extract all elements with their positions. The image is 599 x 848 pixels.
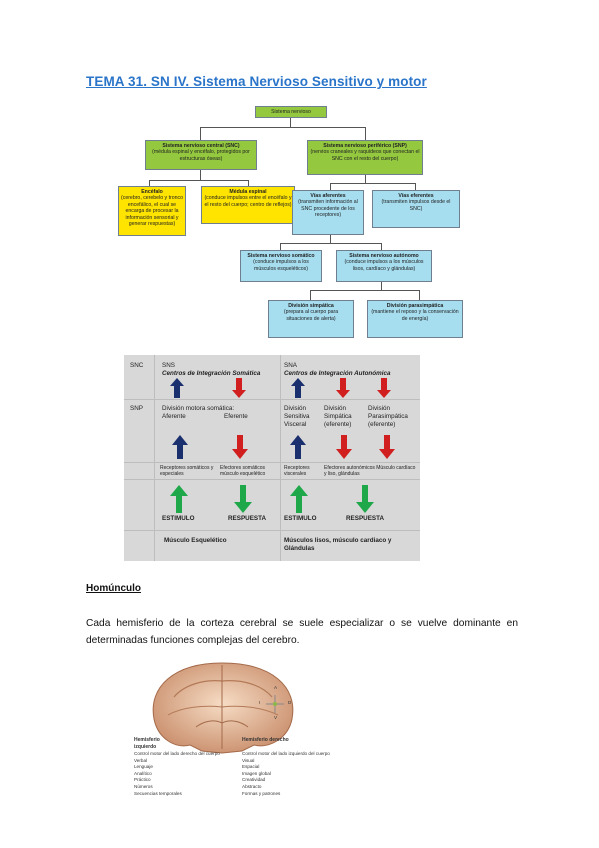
list-item: Números: [134, 783, 153, 789]
left-hemisphere-list: Control motor del lado derecho del cuerp…: [134, 751, 220, 797]
nervous-system-flowchart: Sistema nervioso Sistema nervioso centra…: [115, 104, 467, 346]
arrow-down-icon: [377, 378, 391, 398]
compass-label-a: A: [274, 685, 278, 690]
musculo-esqueletico: Músculo Esquelético: [164, 537, 227, 544]
arrow-down-green-icon: [234, 485, 252, 513]
arrow-up-green-icon: [290, 485, 308, 513]
compass-label-d: D: [288, 700, 292, 705]
list-item: Abstracto: [242, 783, 262, 789]
node-somatico: Sistema nervioso somático (conduce impul…: [240, 250, 322, 282]
list-item: Creatividad: [242, 777, 266, 783]
node-parasimpatico: División parasimpática (mantiene el repo…: [367, 300, 463, 338]
sns-subtitle: Centros de Integración Somática: [162, 370, 261, 377]
left-hemisphere-title: Hemisferio izquierdo: [134, 737, 160, 750]
respuesta-label-sns: RESPUESTA: [228, 515, 267, 522]
arrow-up-icon: [170, 378, 184, 398]
list-item: Control motor del lado derecho del cuerp…: [134, 751, 220, 756]
list-item: Imagen global: [242, 770, 271, 776]
homunculo-paragraph: Cada hemisferio de la corteza cerebral s…: [86, 618, 518, 646]
node-snp: Sistema nervioso periférico (SNP) (nervi…: [307, 140, 423, 175]
node-snc: Sistema nervioso central (SNC) (médula e…: [145, 140, 257, 170]
musculos-lisos: Músculos lisos, músculo cardiaco y Glánd…: [284, 537, 392, 552]
respuesta-label-sna: RESPUESTA: [346, 515, 385, 522]
receptores-viscerales: Receptores viscerales: [284, 465, 310, 478]
list-item: Control motor del lado izquierdo del cue…: [242, 751, 330, 756]
section-heading-homunculo: Homúnculo: [86, 583, 141, 594]
compass-label-i: I: [259, 700, 261, 705]
snp-label: SNP: [130, 405, 143, 412]
compass-icon: [266, 695, 284, 713]
arrow-down-icon: [232, 378, 246, 398]
division-sensitiva: División Sensitiva Visceral: [284, 405, 310, 428]
node-autonomo: Sistema nervioso autónomo (conduce impul…: [336, 250, 432, 282]
arrow-up-green-icon: [170, 485, 188, 513]
arrow-down-icon: [232, 435, 248, 459]
division-parasimpatica: División Parasimpática (eferente): [368, 405, 408, 428]
right-hemisphere-list: Control motor del lado izquierdo del cue…: [242, 751, 330, 797]
list-item: Formas y patrones: [242, 790, 281, 796]
node-sistema-nervioso: Sistema nervioso: [255, 106, 327, 118]
right-hemisphere-title: Hemisferio derecho: [242, 737, 289, 743]
list-item: Secuencias temporales: [134, 790, 182, 796]
page-title: TEMA 31. SN IV. Sistema Nervioso Sensiti…: [86, 74, 427, 89]
arrow-down-icon: [379, 435, 395, 459]
compass-label-v: V: [274, 715, 278, 720]
arrow-up-icon: [172, 435, 188, 459]
list-item: Práctico: [134, 777, 151, 783]
estimulo-label-sna: ESTIMULO: [284, 515, 317, 522]
division-motora: División motora somática:: [162, 405, 235, 412]
division-simpatica: División Simpática (eferente): [324, 405, 352, 428]
node-medula-espinal: Médula espinal (conduce impulsos entre e…: [201, 186, 295, 224]
arrow-down-icon: [336, 378, 350, 398]
sns-sna-table: SNC SNS Centros de Integración Somática …: [124, 355, 420, 561]
arrow-up-icon: [291, 378, 305, 398]
aferente-label: Aferente: [162, 413, 186, 420]
list-item: Visual: [242, 757, 255, 763]
arrow-up-icon: [290, 435, 306, 459]
list-item: Lenguaje: [134, 764, 153, 770]
snc-label: SNC: [130, 362, 144, 369]
node-encefalo: Encéfalo (cerebro, cerebelo y tronco enc…: [118, 186, 186, 236]
efectores-somaticos: Efectores somáticos músculo esquelético: [220, 465, 266, 478]
estimulo-label-sns: ESTIMULO: [162, 515, 195, 522]
node-simpatico: División simpática (prepara al cuerpo pa…: [268, 300, 354, 338]
arrow-down-green-icon: [356, 485, 374, 513]
node-vias-aferentes: Vías aferentes (transmiten información a…: [292, 190, 364, 235]
list-item: Analítico: [134, 770, 152, 776]
sns-label: SNS: [162, 362, 175, 369]
node-vias-eferentes: Vías eferentes (transmiten impulsos desd…: [372, 190, 460, 228]
brain-hemispheres-figure: A V D I Hemisferio izquierdo Control mot…: [134, 657, 330, 827]
eferente-label: Eferente: [224, 413, 248, 420]
list-item: Espacial: [242, 764, 260, 770]
list-item: Verbal: [134, 757, 148, 763]
arrow-down-icon: [336, 435, 352, 459]
receptores-somaticos: Receptores somáticos y especiales: [160, 465, 214, 478]
sna-label: SNA: [284, 362, 297, 369]
efectores-autonomicos: Efectores autonómicos Músculo cardíaco y…: [324, 465, 416, 478]
brain-illustration-icon: [152, 662, 294, 754]
sna-subtitle: Centros de Integración Autonómica: [284, 370, 391, 377]
